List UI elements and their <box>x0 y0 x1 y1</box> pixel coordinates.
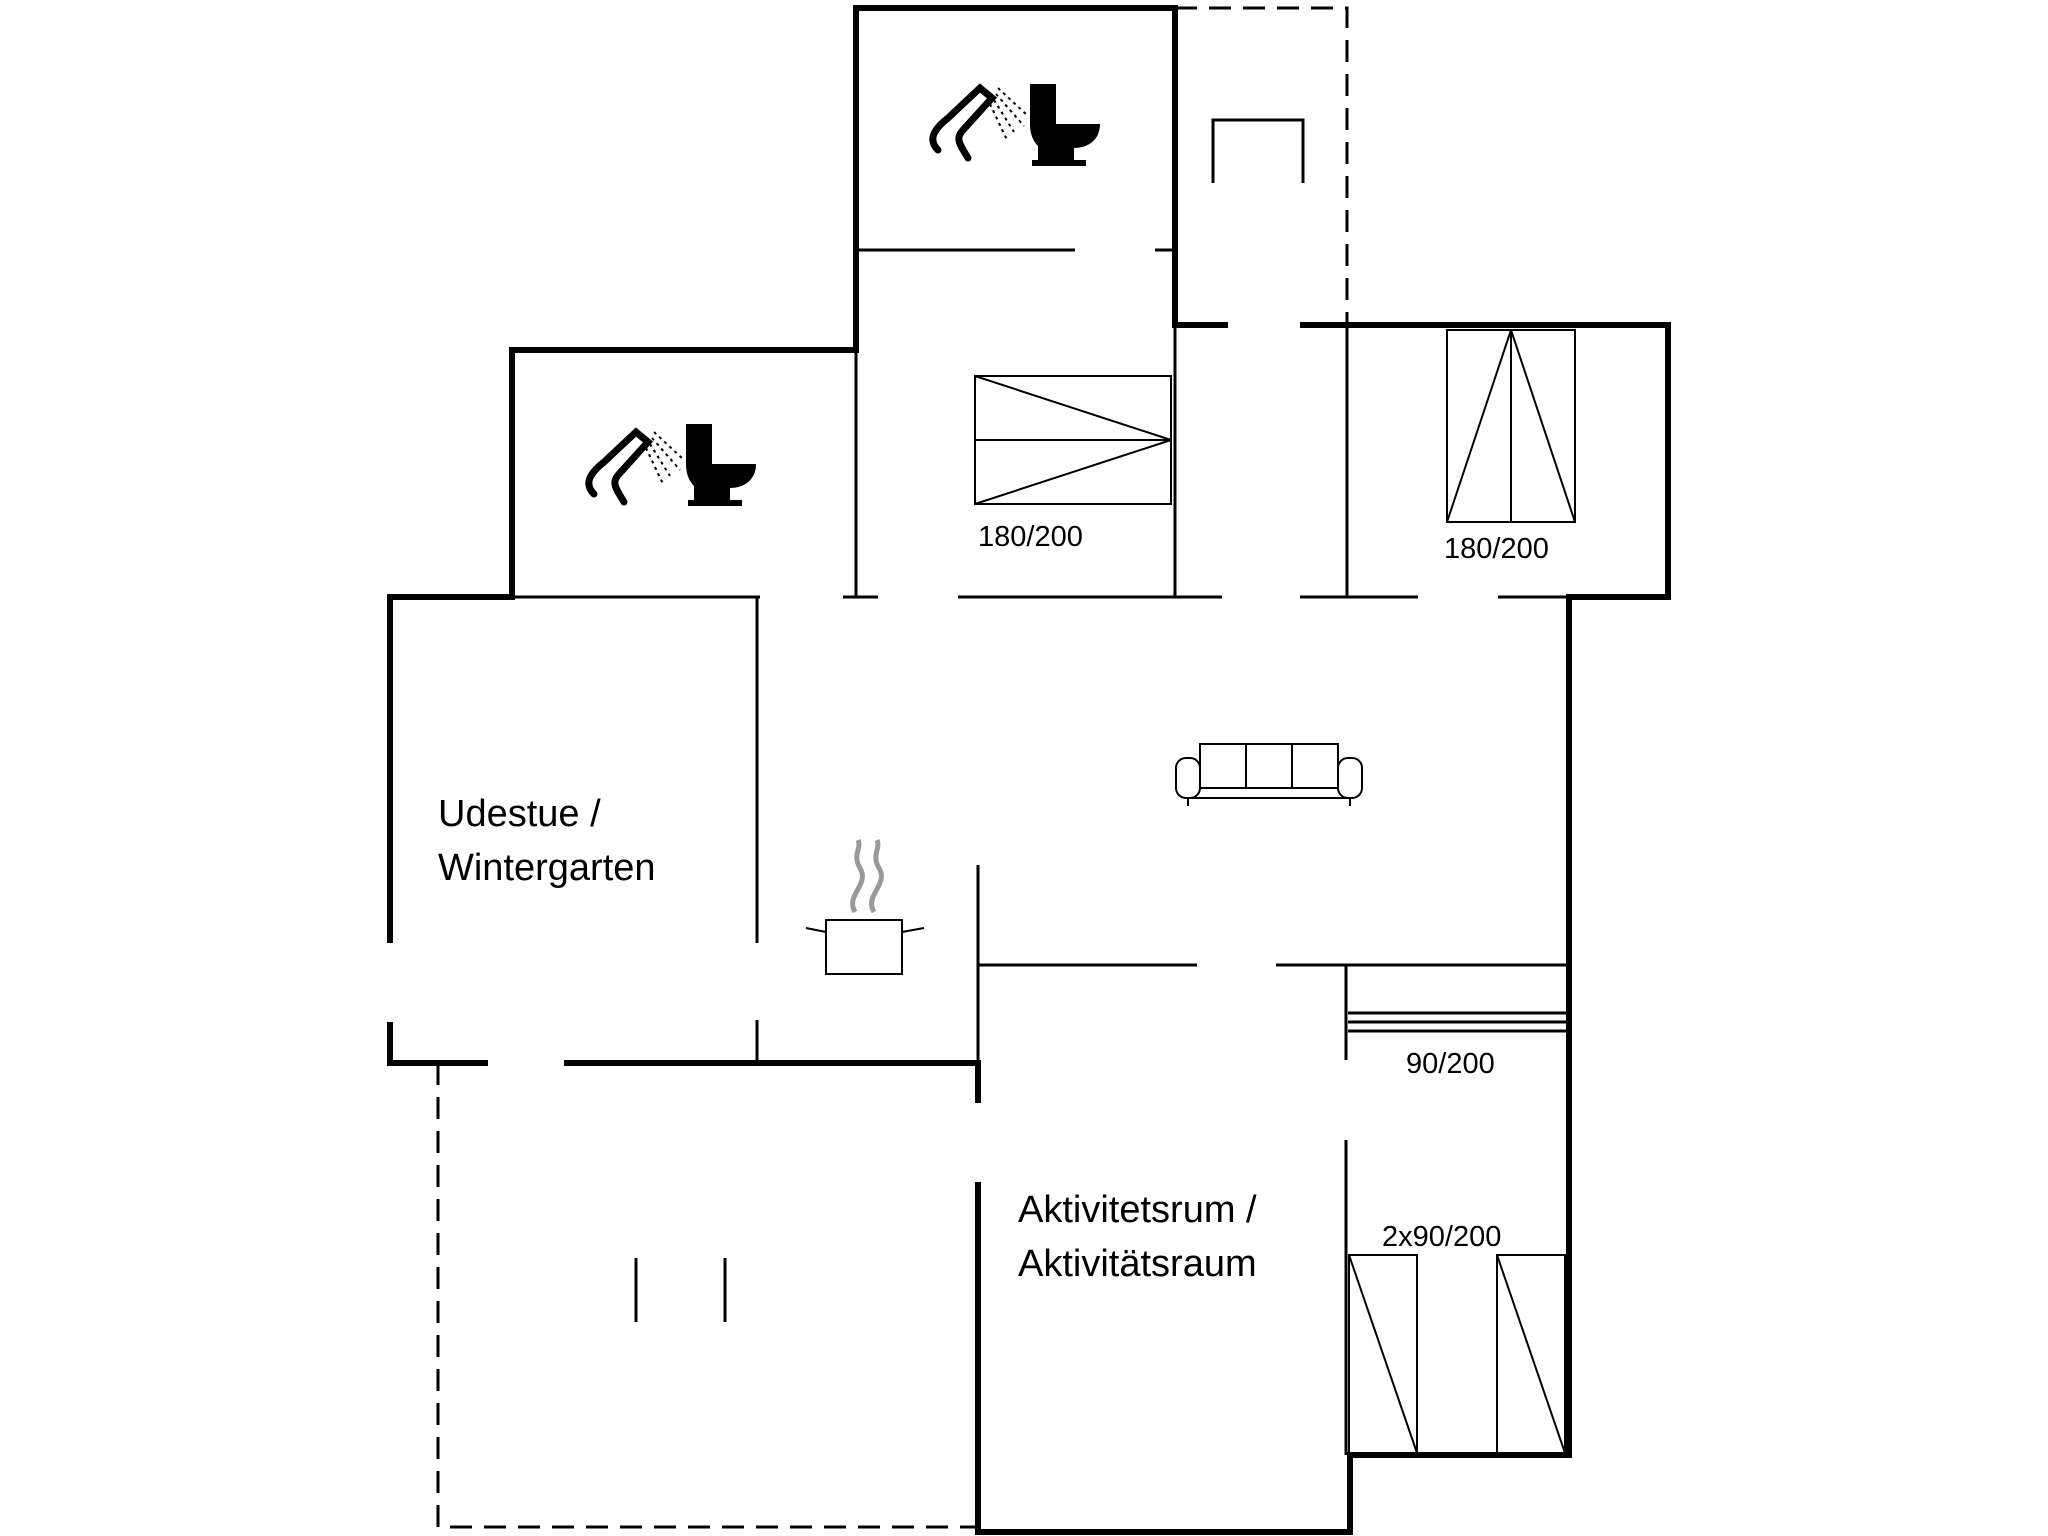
room-label-wintergarden-line2: Wintergarten <box>438 847 656 889</box>
sofa-icon <box>1175 743 1363 806</box>
room-label-activity-line2: Aktivitätsraum <box>1018 1243 1257 1285</box>
bed-size-label: 180/200 <box>978 521 1083 553</box>
shower-icon <box>929 83 1029 162</box>
exterior-walls <box>387 5 1671 1535</box>
bed-twin-left <box>1348 1254 1418 1454</box>
toilet-icon <box>686 424 756 506</box>
entrance-frame <box>1211 118 1305 183</box>
bed-size-label: 90/200 <box>1406 1048 1495 1080</box>
outdoor-outlines <box>436 6 1349 1529</box>
cooking-pot-icon <box>805 838 925 975</box>
bed-twin-right <box>1496 1254 1566 1454</box>
bed-size-label: 2x90/200 <box>1382 1221 1501 1253</box>
interior-walls <box>512 248 1569 1455</box>
bed-size-label: 180/200 <box>1444 533 1549 565</box>
bed-double-right <box>1446 329 1576 523</box>
room-label-wintergarden-line1: Udestue / <box>438 793 601 835</box>
room-label-activity-line1: Aktivitetsrum / <box>1018 1189 1257 1231</box>
toilet-icon <box>1030 84 1100 166</box>
bed-double-left <box>974 375 1172 505</box>
shower-icon <box>585 427 685 506</box>
bed-single <box>1348 1011 1566 1033</box>
